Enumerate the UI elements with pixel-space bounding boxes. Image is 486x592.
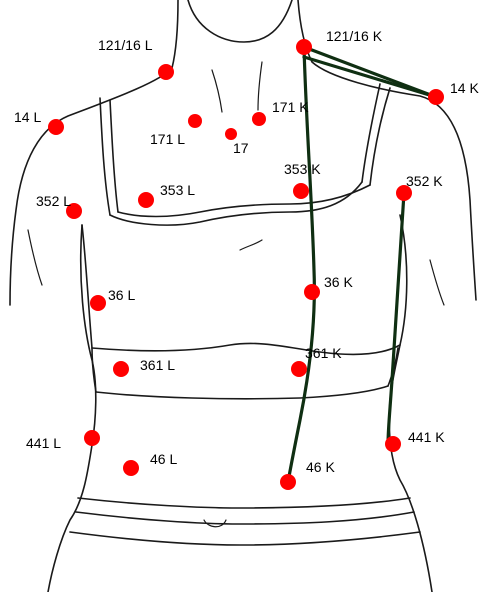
label-121-16-k: 121/16 K: [326, 29, 382, 43]
point-46-l: [123, 460, 139, 476]
point-36-k: [304, 284, 320, 300]
label-171-k: 171 K: [272, 100, 309, 114]
point-14-l: [48, 119, 64, 135]
path-121-16k-to-14k-lower: [304, 57, 436, 97]
label-353-k: 353 K: [284, 162, 321, 176]
point-361-l: [113, 361, 129, 377]
label-352-k: 352 K: [406, 174, 443, 188]
point-171-l: [188, 114, 202, 128]
label-36-l: 36 L: [108, 288, 135, 302]
point-353-l: [138, 192, 154, 208]
label-171-l: 171 L: [150, 132, 185, 146]
point-121-16-k: [296, 39, 312, 55]
point-441-k: [385, 436, 401, 452]
point-17: [225, 128, 237, 140]
label-14-l: 14 L: [14, 110, 41, 124]
label-46-l: 46 L: [150, 452, 177, 466]
point-441-l: [84, 430, 100, 446]
label-14-k: 14 K: [450, 81, 479, 95]
point-36-l: [90, 295, 106, 311]
label-361-l: 361 L: [140, 358, 175, 372]
label-441-l: 441 L: [26, 436, 61, 450]
point-14-k: [428, 89, 444, 105]
label-17: 17: [233, 141, 249, 155]
label-121-16-l: 121/16 L: [98, 38, 153, 52]
label-36-k: 36 K: [324, 275, 353, 289]
point-361-k: [291, 361, 307, 377]
label-441-k: 441 K: [408, 430, 445, 444]
label-353-l: 353 L: [160, 183, 195, 197]
point-46-k: [280, 474, 296, 490]
connection-paths: [288, 47, 436, 482]
label-361-k: 361 K: [305, 346, 342, 360]
label-352-l: 352 L: [36, 194, 71, 208]
path-352k-to-441k: [388, 193, 404, 444]
point-171-k: [252, 112, 266, 126]
point-353-k: [293, 183, 309, 199]
point-121-16-l: [158, 64, 174, 80]
label-46-k: 46 K: [306, 460, 335, 474]
